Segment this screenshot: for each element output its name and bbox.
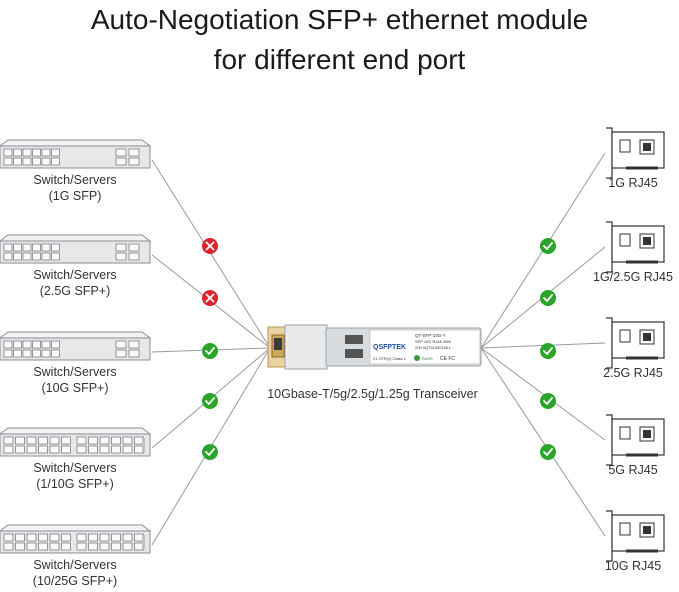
link-line-nic-5: [480, 347, 606, 537]
switch-icon: [0, 427, 152, 457]
switch-group: [0, 139, 152, 554]
nic-label: 1G RJ45: [608, 176, 658, 190]
link-line-nic-4: [480, 347, 606, 441]
module-model: QT-SFP-10G-T: [415, 333, 446, 338]
switch-icon: [0, 234, 152, 264]
switch-label-line1: Switch/Servers: [33, 461, 117, 475]
switch-label: Switch/Servers (1/10G SFP+): [0, 460, 150, 492]
nic-card-icon: [606, 414, 665, 466]
check-circle-icon: [540, 238, 556, 254]
switch-label: Switch/Servers (10/25G SFP+): [0, 557, 150, 589]
title-line-1: Auto-Negotiation SFP+ ethernet module: [90, 4, 589, 35]
ce-fc-mark: CE FC: [440, 356, 455, 362]
page-title: Auto-Negotiation SFP+ ethernet module fo…: [0, 0, 679, 80]
switch-label: Switch/Servers (1G SFP): [0, 172, 150, 204]
module-rohs: RoHS: [422, 356, 433, 361]
switch-label-line1: Switch/Servers: [33, 268, 117, 282]
module-brand: QSFPTEK: [373, 344, 406, 351]
switch-icon: [0, 331, 152, 361]
nic-card-icon: [606, 510, 665, 562]
nic-label: 2.5G RJ45: [603, 366, 663, 380]
switch-label: Switch/Servers (10G SFP+): [0, 364, 150, 396]
x-circle-icon: [202, 290, 218, 306]
x-circle-icon: [202, 238, 218, 254]
module-front: [284, 324, 328, 370]
title-line-2: for different end port: [213, 44, 466, 75]
switch-icon: [0, 524, 152, 554]
sfp-module: QSFPTEK QT-SFP-10G-T SFP 10G RJ45 30M S/…: [267, 324, 482, 370]
switch-label-line2: (2.5G SFP+): [39, 284, 111, 298]
module-slot-2: [345, 349, 363, 358]
switch-label-line2: (10/25G SFP+): [32, 574, 118, 588]
nic-label: 5G RJ45: [608, 463, 658, 477]
module-spec: SFP 10G RJ45 30M: [415, 339, 451, 344]
switch-label-line1: Switch/Servers: [33, 173, 117, 187]
check-circle-icon: [202, 393, 218, 409]
switch-label-line2: (10G SFP+): [41, 381, 109, 395]
switch-label-line2: (1/10G SFP+): [36, 477, 114, 491]
check-circle-icon: [540, 343, 556, 359]
nic-label: 1G/2.5G RJ45: [593, 270, 673, 284]
check-circle-icon: [202, 444, 218, 460]
nic-group: [606, 127, 665, 562]
module-label: [369, 329, 481, 365]
link-line-switch-1: [151, 159, 271, 349]
rj45-jack: [274, 338, 282, 350]
check-circle-icon: [540, 290, 556, 306]
nic-card-icon: [606, 221, 665, 273]
module-slot-1: [345, 335, 363, 344]
module-class: 21 CFR(J) Class 1: [373, 356, 407, 361]
switch-icon: [0, 139, 152, 169]
check-circle-icon: [540, 393, 556, 409]
switch-label-line1: Switch/Servers: [33, 558, 117, 572]
nic-label: 10G RJ45: [604, 559, 662, 573]
status-badges: [202, 238, 556, 460]
module-serial: S/N 0Q7310501001: [415, 345, 451, 350]
switch-label: Switch/Servers (2.5G SFP+): [0, 267, 150, 299]
nic-card-icon: [606, 127, 665, 179]
switch-label-line1: Switch/Servers: [33, 365, 117, 379]
check-circle-icon: [540, 444, 556, 460]
nic-card-icon: [606, 317, 665, 369]
switch-label-line2: (1G SFP): [48, 189, 102, 203]
rohs-leaf-icon: [414, 355, 420, 361]
transceiver-caption: 10Gbase-T/5g/2.5g/1.25g Transceiver: [267, 387, 478, 401]
check-circle-icon: [202, 343, 218, 359]
